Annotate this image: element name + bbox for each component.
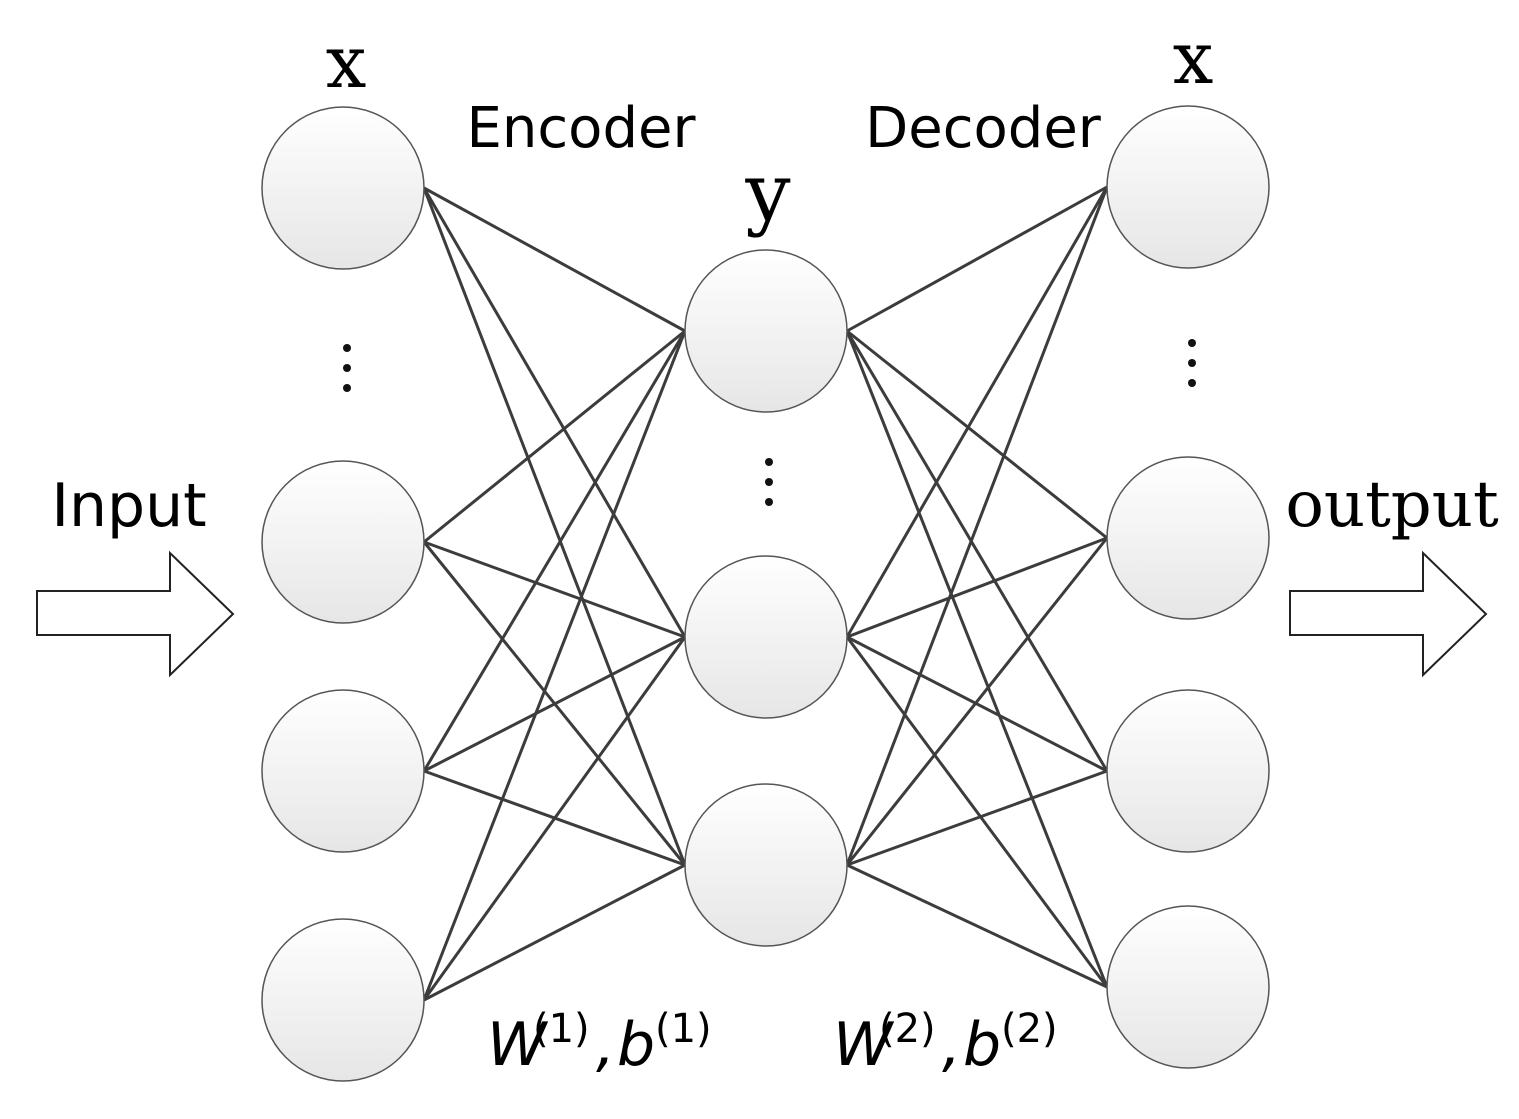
input-layer-ellipsis <box>343 344 351 392</box>
hidden-node-2 <box>684 783 848 947</box>
encoder-params-separator: , <box>596 1010 615 1080</box>
hidden-layer-ellipsis <box>765 458 773 506</box>
decoder-edge-2-3 <box>846 863 1108 989</box>
decoder-edge-2-2 <box>846 769 1108 867</box>
encoder-edge-3-0 <box>422 330 687 1001</box>
encoder-edge-0-0 <box>423 186 686 333</box>
encoder-edge-3-2 <box>423 863 686 1002</box>
decoder-edge-1-1 <box>846 536 1108 639</box>
input-label: Input <box>51 471 206 541</box>
decoder-weight-symbol: W <box>833 1010 895 1080</box>
decoder-edge-0-2 <box>845 330 1109 772</box>
encoder-bias-superscript: (1) <box>655 1006 712 1052</box>
decoder-label: Decoder <box>865 96 1102 161</box>
input-node-0 <box>261 106 425 270</box>
encoder-edge-1-1 <box>423 540 686 639</box>
input-node-1 <box>261 460 425 624</box>
hidden-node-0 <box>684 249 848 413</box>
hidden-node-1 <box>684 555 848 719</box>
encoder-edge-0-1 <box>422 187 687 638</box>
decoder-edge-0-1 <box>846 329 1108 540</box>
encoder-edge-1-0 <box>423 329 686 544</box>
encoder-bias-symbol: b <box>617 1010 655 1080</box>
encoder-edge-0-2 <box>422 187 687 866</box>
encoder-edge-3-1 <box>422 636 687 1001</box>
output-layer-label: x <box>1173 16 1214 100</box>
output-node-0 <box>1106 105 1270 269</box>
output-layer-ellipsis <box>1188 339 1196 387</box>
decoder-edge-0-0 <box>846 185 1108 333</box>
encoder-label: Encoder <box>467 96 697 161</box>
hidden-layer-label: y <box>744 146 790 239</box>
decoder-edge-1-3 <box>845 636 1109 988</box>
decoder-edge-0-3 <box>845 330 1109 988</box>
input-node-2 <box>261 689 425 853</box>
decoder-edge-1-0 <box>845 186 1109 638</box>
input-layer-label: x <box>326 20 367 104</box>
decoder-edge-2-1 <box>845 537 1109 866</box>
encoder-params: W (1) , b (1) <box>487 1006 712 1080</box>
encoder-edge-2-1 <box>423 635 686 773</box>
encoder-weight-symbol: W <box>487 1010 549 1080</box>
output-node-1 <box>1106 456 1270 620</box>
connection-edges <box>422 185 1109 1002</box>
decoder-weight-superscript: (2) <box>879 1006 936 1052</box>
decoder-bias-superscript: (2) <box>1001 1006 1058 1052</box>
output-node-3 <box>1106 905 1270 1069</box>
output-node-2 <box>1106 689 1270 853</box>
encoder-weight-superscript: (1) <box>533 1006 590 1052</box>
input-arrow <box>36 550 235 678</box>
decoder-edge-1-2 <box>846 635 1108 773</box>
layer-nodes <box>261 105 1270 1082</box>
output-arrow <box>1289 550 1488 678</box>
decoder-params: W (2) , b (2) <box>833 1006 1058 1080</box>
decoder-bias-symbol: b <box>963 1010 1001 1080</box>
encoder-edge-2-0 <box>422 330 687 772</box>
input-node-3 <box>261 918 425 1082</box>
output-label: output <box>1285 468 1499 542</box>
decoder-params-separator: , <box>942 1010 961 1080</box>
decoder-edge-2-0 <box>845 186 1109 866</box>
